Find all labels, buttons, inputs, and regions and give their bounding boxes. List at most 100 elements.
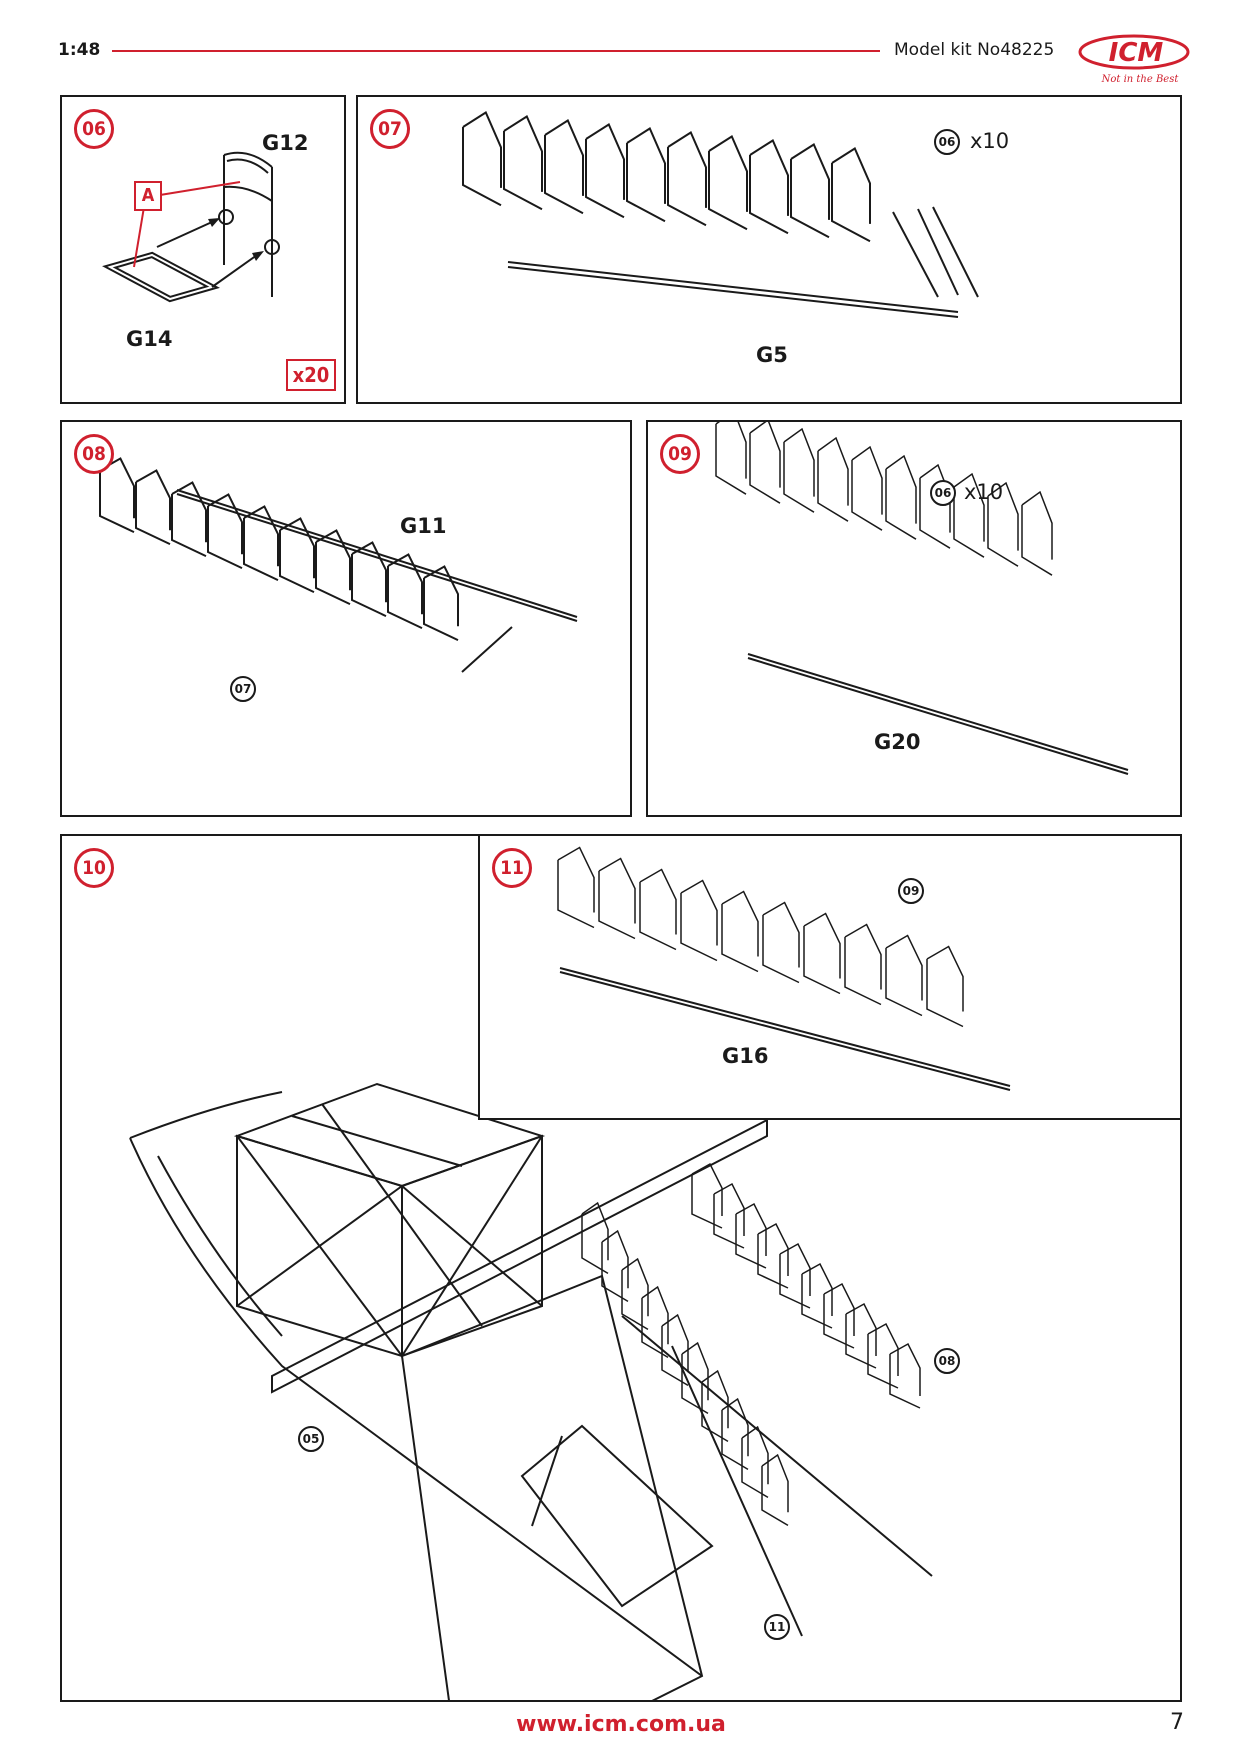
step-08-drawing — [99, 457, 578, 673]
step-number: 08 — [74, 434, 114, 474]
step-09-drawing — [715, 422, 1129, 775]
ref-step-09: 09 — [898, 878, 924, 904]
seat-outline — [661, 1313, 689, 1387]
seat-outline — [279, 517, 315, 594]
ref-step-05: 05 — [298, 1426, 324, 1452]
seat-outline — [557, 846, 595, 929]
ref-step-08: 08 — [934, 1348, 960, 1374]
icm-logo: ICM Not in the Best — [1078, 30, 1194, 88]
seat-outline — [889, 1342, 921, 1409]
seat-outline — [1021, 490, 1053, 576]
seat-outline — [462, 111, 502, 207]
seat-outline — [351, 541, 387, 618]
seat-outline — [831, 147, 871, 243]
seat-outline — [135, 469, 171, 546]
step-10-drawing — [129, 1082, 933, 1700]
seat-outline — [701, 1369, 729, 1443]
seat-outline — [315, 529, 351, 606]
seat-outline — [171, 481, 207, 558]
quantity-badge: x20 — [286, 359, 336, 391]
seat-outline — [621, 1257, 649, 1331]
seat-outline — [783, 427, 815, 513]
seat-outline — [207, 493, 243, 570]
seat-outline — [919, 463, 951, 549]
seat-outline — [601, 1229, 629, 1303]
seat-outline — [503, 115, 543, 211]
seat-outline — [845, 1302, 877, 1369]
seat-outline — [749, 139, 789, 235]
ref-step-06: 06 — [930, 480, 956, 506]
seat-outline — [779, 1242, 811, 1309]
seat-outline — [641, 1285, 669, 1359]
part-label-g12: G12 — [262, 131, 309, 155]
seat-outline — [987, 481, 1019, 567]
seat-outline — [581, 1201, 609, 1275]
seat-outline — [926, 945, 964, 1028]
step-11-drawing — [557, 846, 1011, 1091]
step-07-drawing — [462, 111, 979, 318]
website-url[interactable]: www.icm.com.ua — [516, 1712, 726, 1737]
ref-step-07: 07 — [230, 676, 256, 702]
seat-outline — [885, 454, 917, 540]
step-number: 07 — [370, 109, 410, 149]
seat-outline — [790, 143, 830, 239]
seat-outline — [761, 1453, 789, 1527]
seat-outline — [691, 1162, 723, 1229]
seat-outline — [803, 912, 841, 995]
step-number: 11 — [492, 848, 532, 888]
part-label-g16: G16 — [722, 1044, 769, 1068]
step-07-panel: 07 06 x10 G5 — [356, 95, 1182, 404]
seat-outline — [708, 135, 748, 231]
logo-tagline: Not in the Best — [1101, 74, 1180, 85]
part-label-g5: G5 — [756, 343, 788, 367]
seat-outline — [885, 934, 923, 1017]
seat-outline — [387, 553, 423, 630]
seat-outline — [423, 565, 459, 642]
seat-outline — [749, 422, 781, 504]
seat-outline — [715, 422, 747, 495]
seat-outline — [823, 1282, 855, 1349]
step-06-panel: 06 G12 G14 A x20 — [60, 95, 346, 404]
seat-outline — [713, 1182, 745, 1249]
step-number: 10 — [74, 848, 114, 888]
seat-outline — [544, 119, 584, 215]
seat-outline — [844, 923, 882, 1006]
multiplier: x10 — [970, 129, 1010, 153]
page-number: 7 — [1170, 1710, 1184, 1735]
ref-step-11: 11 — [764, 1614, 790, 1640]
scale-label: 1:48 — [58, 40, 101, 60]
seat-outline — [817, 436, 849, 522]
seat-outline — [735, 1202, 767, 1269]
seat-outline — [681, 1341, 709, 1415]
header-rule — [112, 50, 880, 52]
seat-outline — [626, 127, 666, 223]
step-number: 06 — [74, 109, 114, 149]
seat-outline — [757, 1222, 789, 1289]
seat-outline — [639, 868, 677, 951]
seat-outline — [680, 879, 718, 962]
step-06-drawing — [102, 151, 280, 303]
seat-outline — [667, 131, 707, 227]
seat-outline — [598, 857, 636, 940]
seat-outline — [243, 505, 279, 582]
multiplier: x10 — [964, 480, 1004, 504]
part-label-g14: G14 — [126, 327, 173, 351]
part-label-g20: G20 — [874, 730, 921, 754]
ref-step-06: 06 — [934, 129, 960, 155]
step-number: 09 — [660, 434, 700, 474]
seat-outline — [801, 1262, 833, 1329]
seat-outline — [953, 472, 985, 558]
logo-text: ICM — [1109, 38, 1164, 68]
part-label-g11: G11 — [400, 514, 447, 538]
seat-outline — [762, 901, 800, 984]
step-11-panel: 11 09 G16 — [478, 834, 1182, 1120]
kit-number: Model kit No48225 — [894, 40, 1055, 60]
step-09-panel: 09 06 x10 G20 — [646, 420, 1182, 817]
seat-outline — [721, 1397, 749, 1471]
callout-tag-a: A — [134, 181, 162, 211]
seat-outline — [867, 1322, 899, 1389]
seat-outline — [741, 1425, 769, 1499]
seat-outline — [851, 445, 883, 531]
step-08-panel: 08 G11 07 — [60, 420, 632, 817]
seat-outline — [585, 123, 625, 219]
